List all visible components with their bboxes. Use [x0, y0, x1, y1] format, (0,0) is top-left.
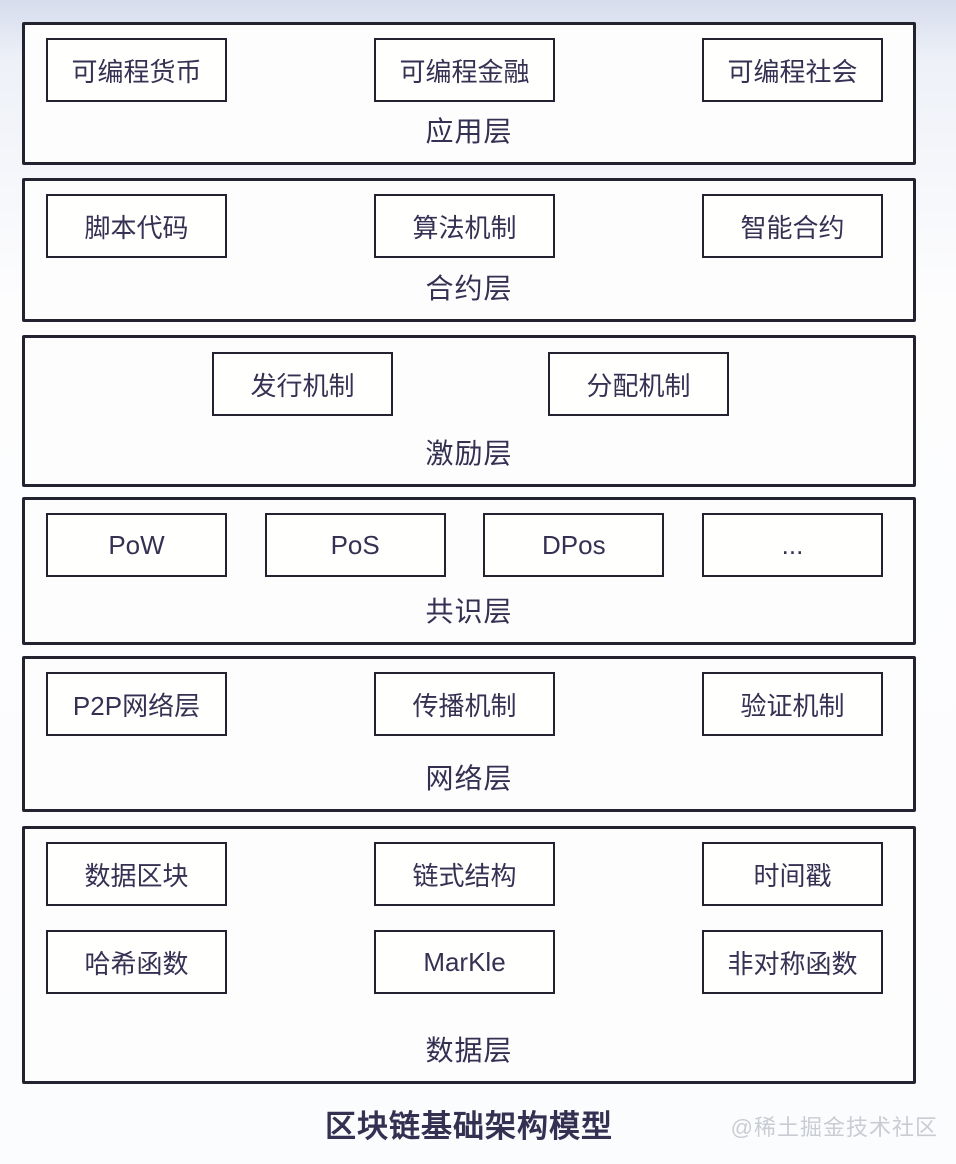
- node-dpos: DPos: [483, 513, 665, 577]
- node-chain-structure: 链式结构: [374, 842, 555, 906]
- layer-application: 可编程货币 可编程金融 可编程社会 应用层: [22, 22, 916, 165]
- watermark: @稀土掘金技术社区: [730, 1115, 938, 1140]
- layer-contract-row: 脚本代码 算法机制 智能合约: [25, 181, 913, 258]
- layer-network: P2P网络层 传播机制 验证机制 网络层: [22, 656, 916, 812]
- layer-label-network: 网络层: [425, 763, 513, 794]
- node-pow: PoW: [46, 513, 227, 577]
- node-p2p-network: P2P网络层: [46, 672, 227, 736]
- node-timestamp: 时间戳: [702, 842, 883, 906]
- layer-incentive-row: 发行机制 分配机制: [25, 338, 913, 416]
- node-merkle: MarKle: [374, 930, 555, 994]
- node-pos: PoS: [264, 513, 446, 577]
- diagram-title: 区块链基础架构模型: [325, 1109, 613, 1144]
- layer-label-contract: 合约层: [425, 273, 513, 304]
- layer-label-consensus: 共识层: [425, 596, 513, 627]
- layer-contract: 脚本代码 算法机制 智能合约 合约层: [22, 178, 916, 322]
- layer-label-data: 数据层: [425, 1035, 513, 1066]
- node-programmable-currency: 可编程货币: [46, 38, 227, 102]
- layer-label-application: 应用层: [425, 116, 513, 147]
- node-script-code: 脚本代码: [46, 194, 227, 258]
- layer-network-row: P2P网络层 传播机制 验证机制: [25, 659, 913, 736]
- node-ellipsis: ...: [701, 513, 883, 577]
- node-asymmetric-function: 非对称函数: [702, 930, 883, 994]
- node-smart-contract: 智能合约: [702, 194, 883, 258]
- layer-application-row: 可编程货币 可编程金融 可编程社会: [25, 25, 913, 102]
- layer-label-incentive: 激励层: [425, 438, 513, 469]
- node-hash-function: 哈希函数: [46, 930, 227, 994]
- diagram-footer: 区块链基础架构模型: [22, 1084, 916, 1146]
- node-algorithm-mechanism: 算法机制: [374, 194, 555, 258]
- layer-consensus-row: PoW PoS DPos ...: [25, 500, 913, 577]
- node-programmable-society: 可编程社会: [702, 38, 883, 102]
- node-data-block: 数据区块: [46, 842, 227, 906]
- node-distribution-mechanism: 分配机制: [548, 352, 729, 416]
- node-issuance-mechanism: 发行机制: [212, 352, 393, 416]
- layer-consensus: PoW PoS DPos ... 共识层: [22, 497, 916, 645]
- node-programmable-finance: 可编程金融: [374, 38, 555, 102]
- layer-data-row-2: 哈希函数 MarKle 非对称函数: [25, 906, 913, 994]
- layer-incentive: 发行机制 分配机制 激励层: [22, 335, 916, 487]
- diagram-canvas: 可编程货币 可编程金融 可编程社会 应用层 脚本代码 算法机制 智能合约 合约层…: [22, 22, 916, 1084]
- layer-data: 数据区块 链式结构 时间戳 哈希函数 MarKle 非对称函数 数据层: [22, 826, 916, 1084]
- layer-data-row-1: 数据区块 链式结构 时间戳: [25, 829, 913, 906]
- node-verification-mechanism: 验证机制: [702, 672, 883, 736]
- node-propagation-mechanism: 传播机制: [374, 672, 555, 736]
